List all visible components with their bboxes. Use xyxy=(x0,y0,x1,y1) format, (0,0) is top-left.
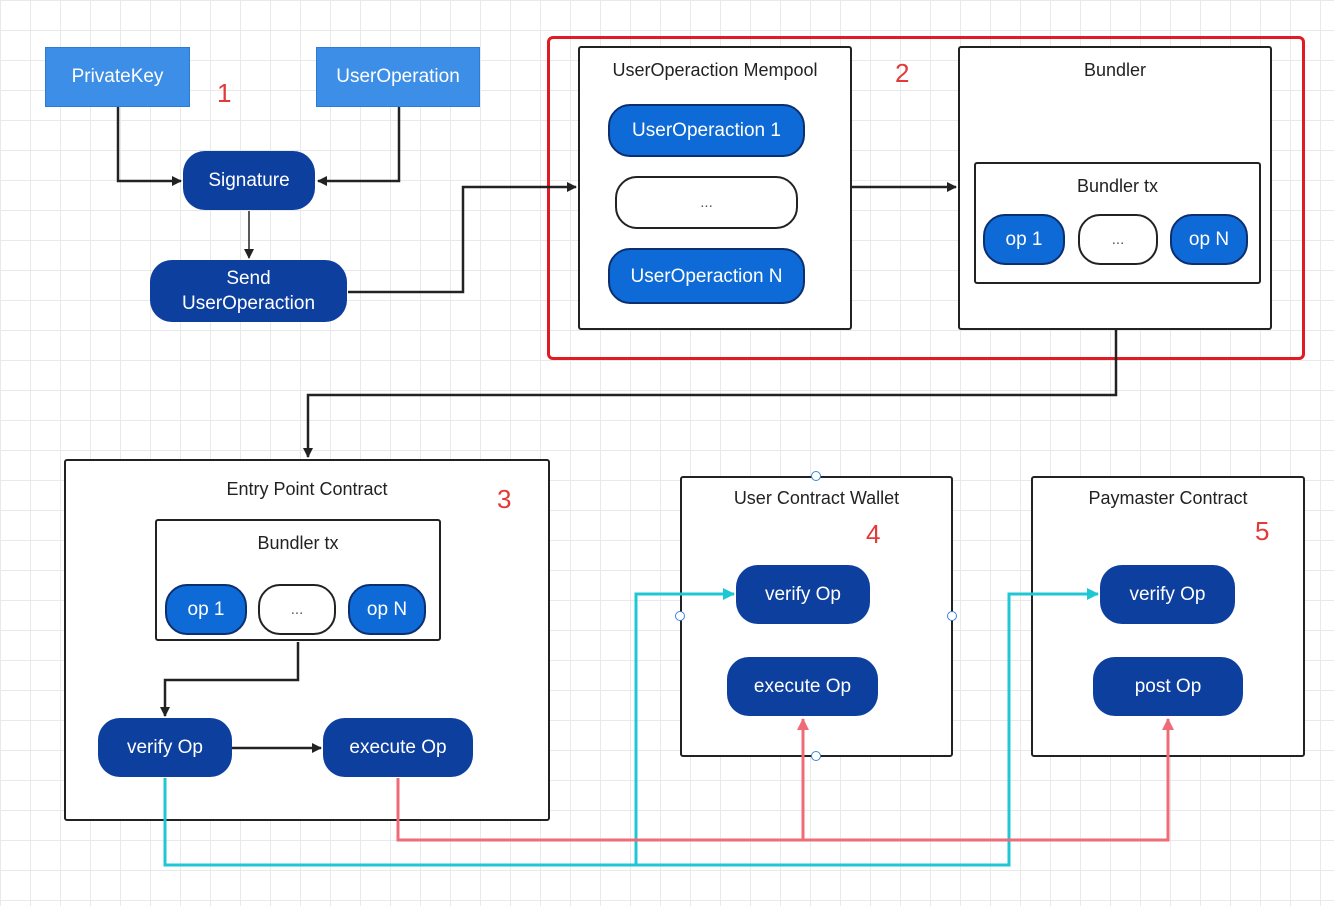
paymaster-post-op-label: post Op xyxy=(1134,676,1202,697)
paymaster-post-op[interactable]: post Op xyxy=(1093,657,1243,716)
step-number-5: 5 xyxy=(1255,516,1270,546)
paymaster-verify-op[interactable]: verify Op xyxy=(1100,565,1235,624)
mempool-item-n[interactable]: UserOperaction N xyxy=(608,248,805,304)
step-number-2: 2 xyxy=(895,58,910,88)
wallet-execute-op-label: execute Op xyxy=(753,676,852,697)
send-user-operation-label-line2: UserOperaction xyxy=(181,293,316,314)
signature-label: Signature xyxy=(208,170,290,191)
bundler-op-ellipsis-label: ... xyxy=(1111,231,1125,248)
bundler-op-n[interactable]: op N xyxy=(1170,214,1248,265)
arrow-useroperation-to-signature xyxy=(317,107,401,186)
entry-execute-op[interactable]: execute Op xyxy=(323,718,473,777)
bundler-op-1-label: op 1 xyxy=(1005,229,1043,250)
mempool-ellipsis-item[interactable]: ... xyxy=(615,176,798,229)
arrow-privatekey-to-signature xyxy=(116,107,182,186)
wallet-handle-left[interactable] xyxy=(675,611,685,621)
private-key-label: PrivateKey xyxy=(71,66,164,87)
send-user-operation-label-line1: Send xyxy=(226,268,271,289)
wallet-verify-op[interactable]: verify Op xyxy=(736,565,870,624)
entry-op-ellipsis[interactable]: ... xyxy=(258,584,336,635)
entry-op-1[interactable]: op 1 xyxy=(165,584,247,635)
step-number-3: 3 xyxy=(497,484,512,514)
mempool-item-1-label: UserOperaction 1 xyxy=(632,120,781,141)
bundler-tx-title: Bundler tx xyxy=(1076,176,1159,196)
step-number-4: 4 xyxy=(866,519,881,549)
send-user-operation-node[interactable]: Send UserOperaction xyxy=(150,260,347,322)
entry-verify-op[interactable]: verify Op xyxy=(98,718,232,777)
wallet-handle-right[interactable] xyxy=(947,611,957,621)
user-operation-label: UserOperation xyxy=(336,66,460,87)
entry-execute-op-label: execute Op xyxy=(349,737,447,758)
bundler-title: Bundler xyxy=(1083,60,1147,80)
wallet-verify-op-label: verify Op xyxy=(764,584,842,605)
bundler-op-1[interactable]: op 1 xyxy=(983,214,1065,265)
mempool-title: UserOperaction Mempool xyxy=(612,60,818,80)
entry-point-contract-title: Entry Point Contract xyxy=(226,479,388,499)
paymaster-verify-op-label: verify Op xyxy=(1129,584,1206,605)
mempool-ellipsis-label: ... xyxy=(700,194,713,211)
entry-op-n-label: op N xyxy=(366,599,408,620)
entry-op-ellipsis-label: ... xyxy=(290,601,304,618)
bundler-op-n-label: op N xyxy=(1188,229,1230,250)
entry-verify-op-label: verify Op xyxy=(126,737,204,758)
entry-op-1-label: op 1 xyxy=(187,599,225,620)
wallet-handle-bottom[interactable] xyxy=(811,751,821,761)
signature-node[interactable]: Signature xyxy=(183,151,315,210)
entry-bundler-tx-title: Bundler tx xyxy=(257,533,339,553)
bundler-op-ellipsis[interactable]: ... xyxy=(1078,214,1158,265)
mempool-item-1[interactable]: UserOperaction 1 xyxy=(608,104,805,157)
private-key-node[interactable]: PrivateKey xyxy=(45,47,190,107)
arrow-send-to-mempool xyxy=(348,182,577,294)
step-number-1: 1 xyxy=(217,78,232,108)
entry-op-n[interactable]: op N xyxy=(348,584,426,635)
mempool-item-n-label: UserOperaction N xyxy=(630,265,783,287)
wallet-handle-top[interactable] xyxy=(811,471,821,481)
user-contract-wallet-title: User Contract Wallet xyxy=(733,488,900,508)
wallet-execute-op[interactable]: execute Op xyxy=(727,657,878,716)
user-operation-node[interactable]: UserOperation xyxy=(316,47,480,107)
paymaster-contract-title: Paymaster Contract xyxy=(1088,488,1248,508)
